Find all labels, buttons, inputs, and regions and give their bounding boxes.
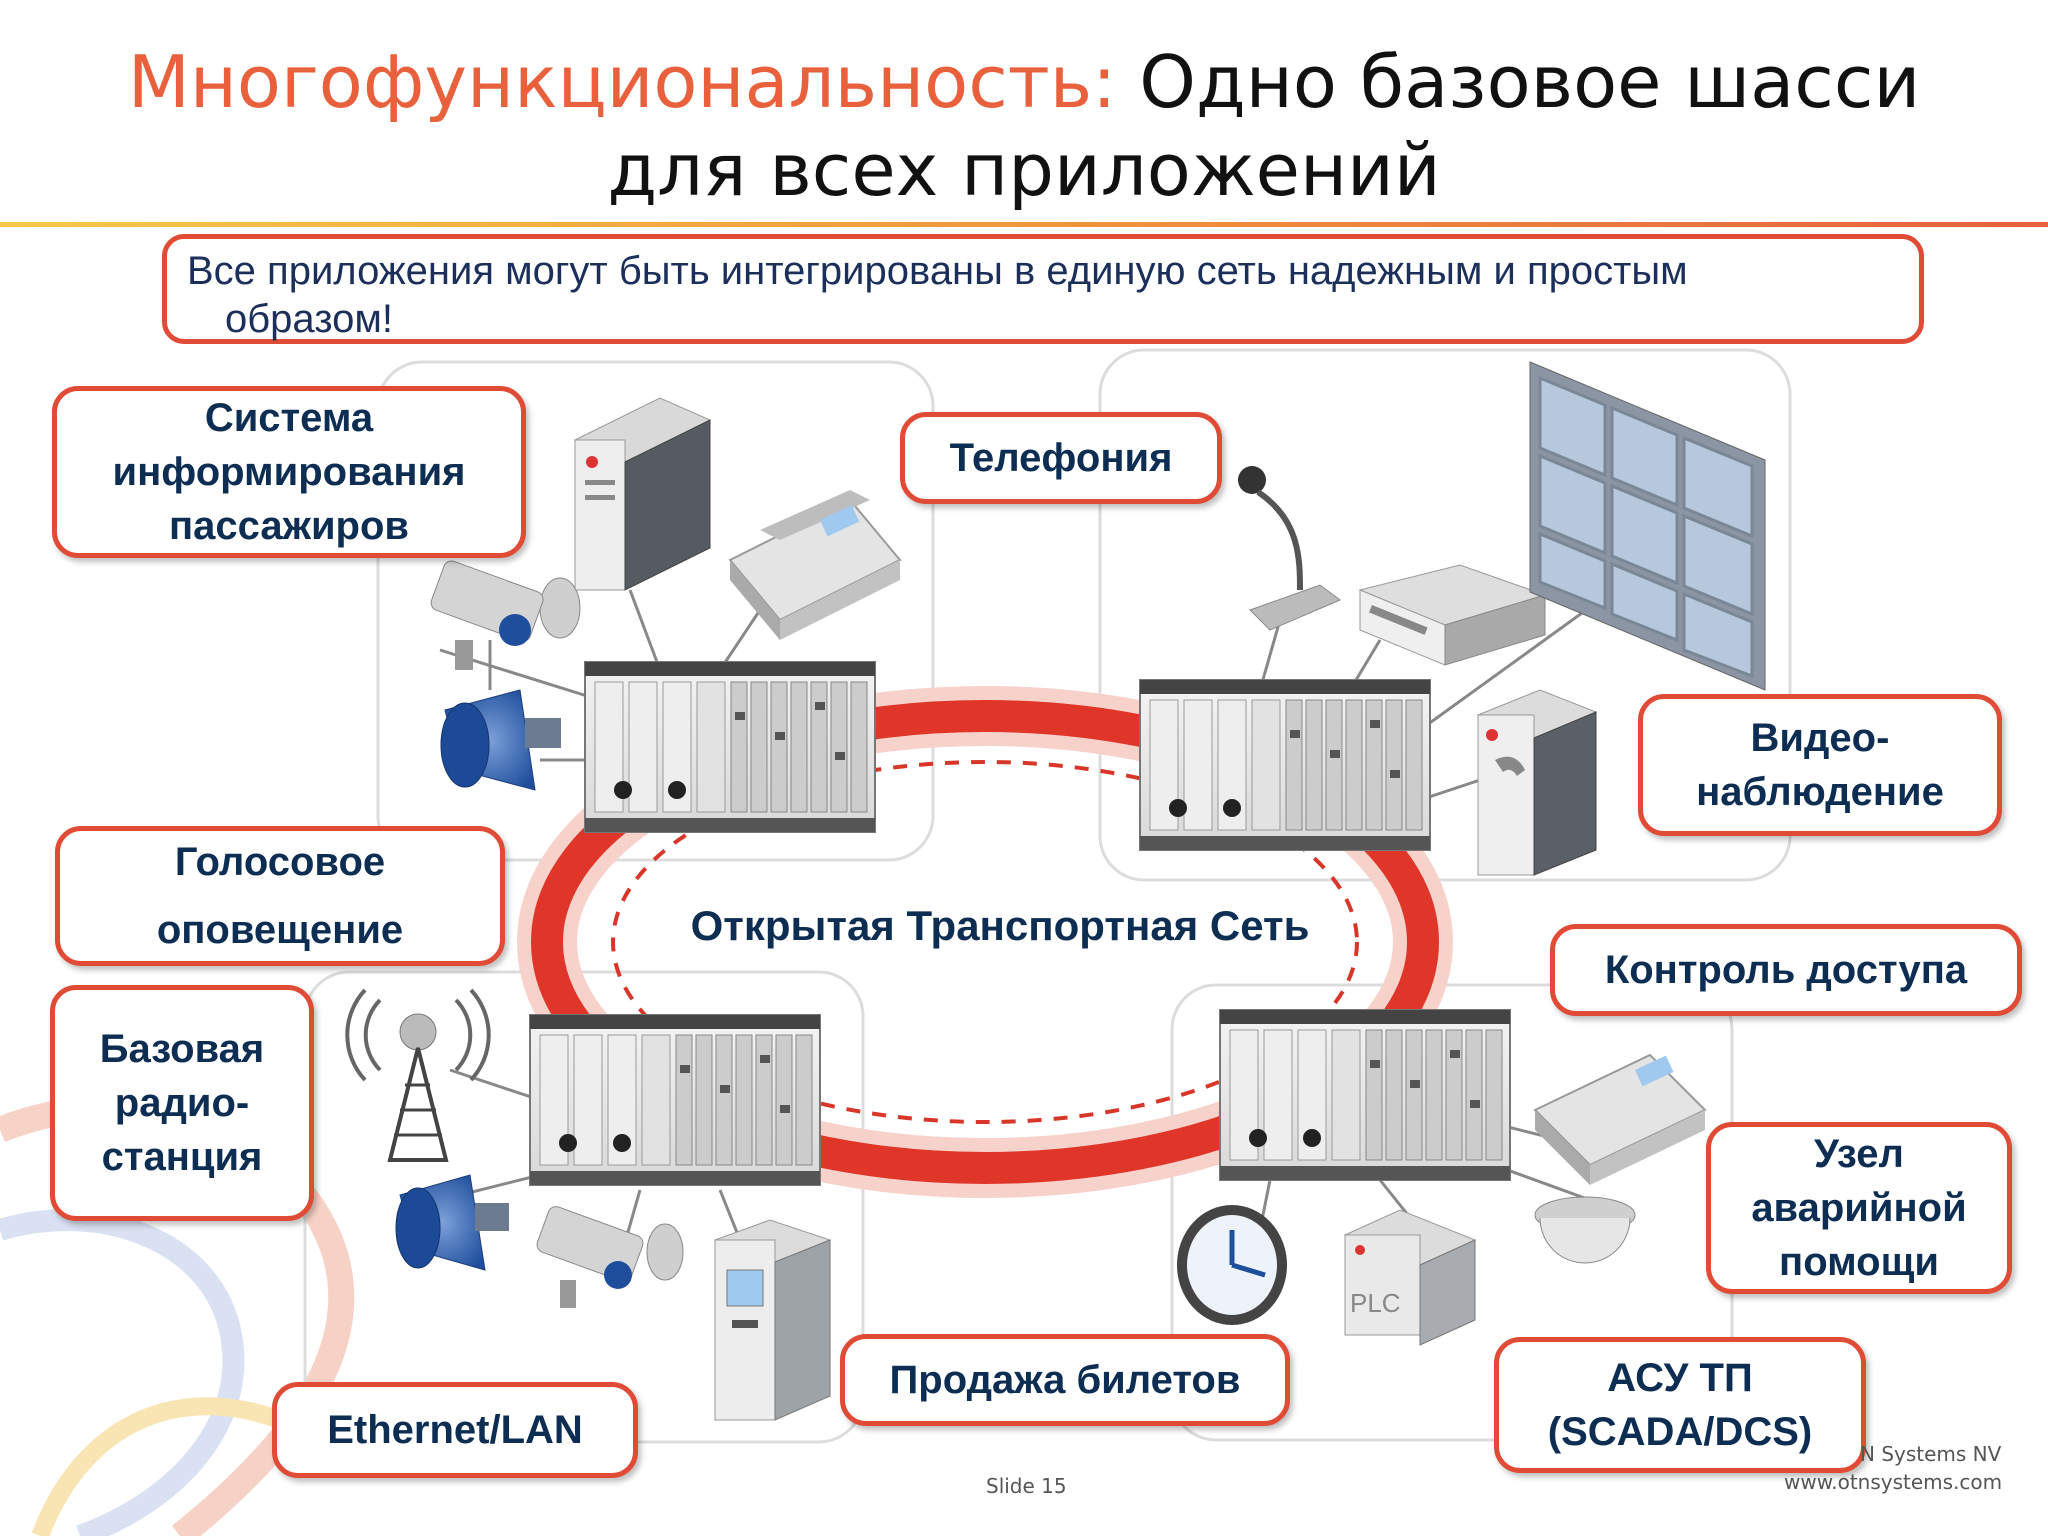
label-voice-alert-line1: Голосовое <box>174 840 386 884</box>
label-ticket-sales-text: Продажа билетов <box>889 1358 1241 1402</box>
label-emergency-line1: Узел <box>1814 1132 1904 1176</box>
label-access-control: Контроль доступа <box>1550 924 2022 1016</box>
label-emergency: Узел аварийной помощи <box>1706 1122 2012 1294</box>
label-emergency-line2: аварийной <box>1751 1186 1967 1230</box>
microphone-icon <box>1238 466 1341 631</box>
desk-phone-icon <box>728 490 902 640</box>
label-radio-station: Базовая радио- станция <box>50 985 314 1221</box>
label-ethernet-text: Ethernet/LAN <box>327 1408 583 1452</box>
label-passenger-info-line3: пассажиров <box>168 504 410 548</box>
title-rest: Одно базовое шасси <box>1116 40 1921 124</box>
label-voice-alert-line2: оповещение <box>156 908 404 952</box>
label-radio-station-line2: радио- <box>114 1081 250 1125</box>
title-divider <box>0 222 2048 227</box>
horn-speaker-icon-2 <box>395 1174 509 1271</box>
plc-icon: PLC <box>1343 1209 1477 1346</box>
page-title-line2: для всех приложений <box>607 128 1441 212</box>
ring-title: Открытая Транспортная Сеть <box>690 902 1310 949</box>
plc-label: PLC <box>1350 1288 1401 1318</box>
transport-ring <box>517 686 1453 1198</box>
label-telephony: Телефония <box>900 412 1222 504</box>
server-tower-icon <box>573 397 712 591</box>
label-emergency-line3: помощи <box>1779 1240 1939 1284</box>
label-video: Видео- наблюдение <box>1638 694 2002 836</box>
label-ethernet: Ethernet/LAN <box>272 1382 638 1478</box>
label-radio-station-line3: станция <box>101 1135 263 1179</box>
video-wall-icon <box>1529 361 1766 691</box>
label-video-line1: Видео- <box>1750 716 1890 760</box>
desk-phone-icon-2 <box>1533 1053 1707 1185</box>
label-ticket-sales: Продажа билетов <box>840 1334 1290 1426</box>
chassis-top-right <box>1139 679 1431 851</box>
chassis-bottom-left <box>529 1014 821 1186</box>
intro-banner: Все приложения могут быть интегрированы … <box>162 234 1924 344</box>
label-radio-station-line1: Базовая <box>99 1027 265 1071</box>
banner-line1: Все приложения могут быть интегрированы … <box>187 249 1688 293</box>
clock-icon <box>1177 1205 1287 1325</box>
radio-tower-icon <box>345 988 491 1162</box>
media-recorder-icon <box>1358 564 1547 666</box>
label-scada-line1: АСУ ТП <box>1607 1356 1753 1400</box>
label-passenger-info: Система информирования пассажиров <box>52 386 526 558</box>
chassis-top-left <box>584 661 876 833</box>
label-voice-alert: Голосовое оповещение <box>55 826 505 966</box>
dome-camera-icon <box>1534 1196 1636 1264</box>
label-telephony-text: Телефония <box>949 436 1173 480</box>
page-title: Многофункциональность: Одно базовое шасс… <box>0 40 2048 124</box>
ticket-machine-icon <box>713 1219 832 1421</box>
footer-company: N Systems NV <box>1860 1442 2002 1466</box>
cctv-camera-icon <box>430 560 581 670</box>
slide-number: Slide 15 <box>986 1474 1067 1498</box>
label-passenger-info-line1: Система <box>204 396 374 440</box>
label-scada-line2: (SCADA/DCS) <box>1547 1410 1813 1454</box>
horn-speaker-icon <box>440 689 561 791</box>
label-video-line2: наблюдение <box>1696 770 1944 814</box>
label-access-control-text: Контроль доступа <box>1604 948 1968 992</box>
banner-line2: образом! <box>225 297 393 341</box>
chassis-bottom-right <box>1219 1009 1511 1181</box>
title-accent: Многофункциональность: <box>127 40 1117 124</box>
emergency-phone-tower-icon <box>1476 689 1598 876</box>
footer-website: www.otnsystems.com <box>1784 1470 2003 1494</box>
label-scada: АСУ ТП (SCADA/DCS) <box>1494 1337 1866 1473</box>
label-passenger-info-line2: информирования <box>112 450 466 494</box>
cctv-camera-icon-2 <box>536 1206 684 1308</box>
